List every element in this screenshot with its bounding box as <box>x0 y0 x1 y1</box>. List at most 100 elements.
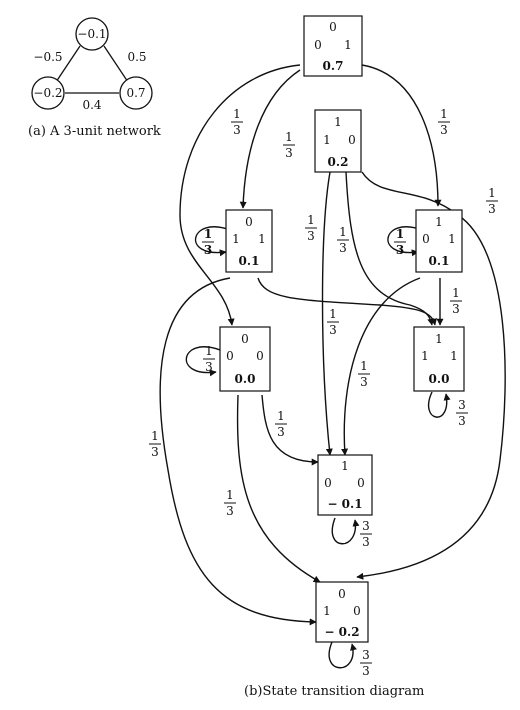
svg-text:1: 1 <box>488 186 496 200</box>
svg-text:1: 1 <box>205 344 213 358</box>
fraction-s011-s010: 1 3 <box>149 429 161 459</box>
svg-text:1: 1 <box>440 107 448 121</box>
network-caption: (a) A 3-unit network <box>28 124 161 139</box>
loop-s111 <box>427 391 451 418</box>
svg-text:3: 3 <box>307 229 315 243</box>
network-edge-left <box>55 45 81 83</box>
state-000-top: 0 <box>241 332 249 346</box>
state-111-top: 1 <box>435 332 443 346</box>
svg-text:3: 3 <box>204 243 212 257</box>
network-edge-right <box>103 45 129 83</box>
state-111-left: 1 <box>421 349 429 363</box>
edge-s110-to-s010 <box>356 171 506 580</box>
state-100-top: 1 <box>341 459 349 473</box>
fraction-s110-s100-lower: 1 3 <box>327 307 339 337</box>
state-001-right: 1 <box>344 38 352 52</box>
svg-text:3: 3 <box>452 302 460 316</box>
svg-text:1: 1 <box>396 227 404 241</box>
svg-text:1: 1 <box>204 227 212 241</box>
state-000-right: 0 <box>256 349 264 363</box>
svg-text:3: 3 <box>362 535 370 549</box>
fraction-loop-s101: 1 3 <box>394 227 406 257</box>
network-unit-right-bias: 0.7 <box>126 86 145 100</box>
fraction-s001-s101: 1 3 <box>438 107 450 137</box>
state-111-right: 1 <box>450 349 458 363</box>
state-100-right: 0 <box>357 476 365 490</box>
state-101: 1 0 1 0.1 <box>415 209 463 273</box>
svg-text:3: 3 <box>277 425 285 439</box>
loop-s101 <box>387 226 423 257</box>
svg-text:3: 3 <box>285 146 293 160</box>
state-011-top: 0 <box>245 215 253 229</box>
svg-text:1: 1 <box>277 409 285 423</box>
network-panel: −0.1 −0.2 0.7 −0.5 0.5 0.4 (a) A 3-unit … <box>28 17 161 139</box>
svg-text:3: 3 <box>205 360 213 374</box>
diagram-caption: (b)State transition diagram <box>244 684 424 699</box>
state-101-right: 1 <box>448 232 456 246</box>
network-unit-top-bias: −0.1 <box>77 27 106 41</box>
edge-s000-to-s010 <box>236 394 321 583</box>
state-101-energy: 0.1 <box>429 254 450 268</box>
fraction-loop-s010: 3 3 <box>360 648 372 678</box>
state-100-energy: − 0.1 <box>327 497 362 511</box>
svg-text:3: 3 <box>339 241 347 255</box>
svg-text:3: 3 <box>362 648 370 662</box>
state-010: 0 1 0 − 0.2 <box>315 581 369 643</box>
edge-s110-to-s100 <box>321 171 333 456</box>
svg-text:1: 1 <box>329 307 337 321</box>
state-110: 1 1 0 0.2 <box>314 109 362 173</box>
fraction-loop-s111: 3 3 <box>456 398 468 428</box>
state-010-energy: − 0.2 <box>324 625 359 639</box>
loop-s100 <box>331 517 360 545</box>
state-000: 0 0 0 0.0 <box>219 326 271 392</box>
state-110-left: 1 <box>323 133 331 147</box>
edge-s101-to-s100 <box>341 277 421 456</box>
edge-s001-to-s101 <box>361 64 442 207</box>
network-unit-left-bias: −0.2 <box>33 86 62 100</box>
svg-text:1: 1 <box>285 130 293 144</box>
fraction-s101-s111: 1 3 <box>450 286 462 316</box>
svg-text:3: 3 <box>440 123 448 137</box>
state-000-left: 0 <box>226 349 234 363</box>
svg-text:3: 3 <box>362 519 370 533</box>
state-110-right: 0 <box>348 133 356 147</box>
state-101-left: 0 <box>422 232 430 246</box>
state-001: 0 0 1 0.7 <box>303 15 363 77</box>
state-001-left: 0 <box>314 38 322 52</box>
state-100-left: 0 <box>324 476 332 490</box>
transition-edges <box>159 64 506 669</box>
state-010-right: 0 <box>353 604 361 618</box>
network-weight-left: −0.5 <box>33 50 62 64</box>
edge-s000-to-s100 <box>261 394 319 466</box>
svg-text:1: 1 <box>151 429 159 443</box>
svg-text:3: 3 <box>458 398 466 412</box>
svg-text:1: 1 <box>452 286 460 300</box>
fraction-s101-s100: 1 3 <box>358 359 370 389</box>
state-101-top: 1 <box>435 215 443 229</box>
svg-text:3: 3 <box>226 504 234 518</box>
fraction-loop-s100: 3 3 <box>360 519 372 549</box>
fraction-loop-s011: 1 3 <box>202 227 214 257</box>
state-011-left: 1 <box>232 232 240 246</box>
state-110-energy: 0.2 <box>328 155 349 169</box>
edge-labels: 1 3 1 3 1 3 1 3 1 3 1 3 1 <box>149 107 498 678</box>
state-010-left: 1 <box>323 604 331 618</box>
fraction-s110-s111: 1 3 <box>337 225 349 255</box>
state-100: 1 0 0 − 0.1 <box>317 454 373 516</box>
state-011: 0 1 1 0.1 <box>225 209 273 273</box>
network-unit-right <box>119 76 153 110</box>
svg-text:3: 3 <box>488 202 496 216</box>
svg-text:3: 3 <box>396 243 404 257</box>
network-weight-bottom: 0.4 <box>82 98 101 112</box>
state-001-energy: 0.7 <box>323 59 344 73</box>
network-unit-left <box>31 76 65 110</box>
state-011-energy: 0.1 <box>239 254 260 268</box>
fraction-s110-s010: 1 3 <box>486 186 498 216</box>
edge-s011-to-s111 <box>257 277 437 326</box>
svg-text:1: 1 <box>339 225 347 239</box>
svg-text:1: 1 <box>360 359 368 373</box>
svg-text:3: 3 <box>329 323 337 337</box>
edge-s001-to-s000 <box>179 64 301 326</box>
svg-text:1: 1 <box>307 213 315 227</box>
